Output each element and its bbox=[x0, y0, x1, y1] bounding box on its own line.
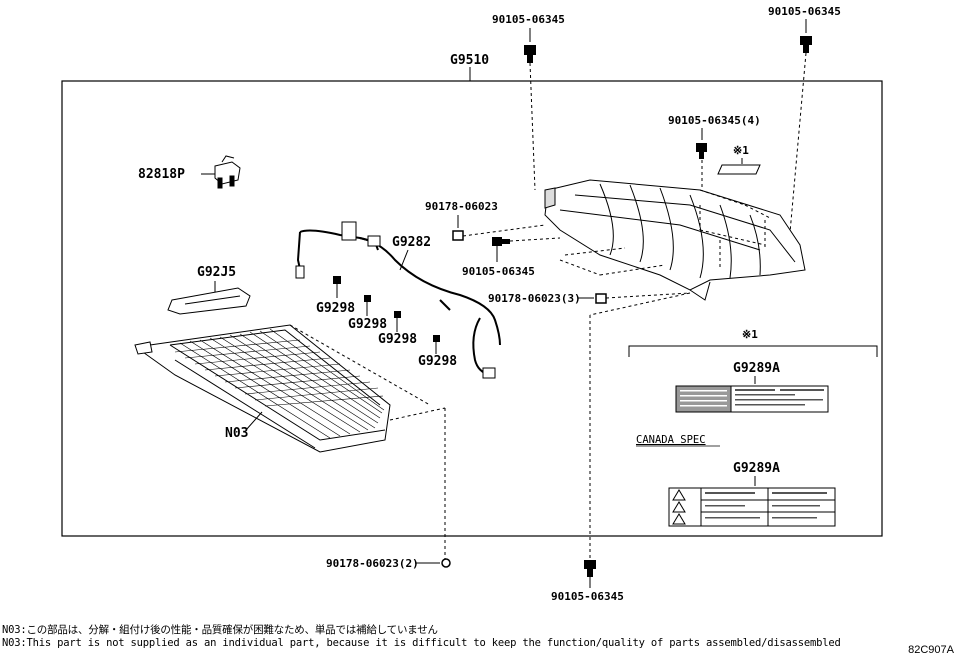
clamp-1-icon bbox=[333, 276, 341, 298]
figure-code: 82C907A bbox=[908, 644, 954, 656]
bracket-label: 82818P bbox=[138, 167, 185, 182]
clip-left-label: 90178-06023 bbox=[425, 200, 498, 213]
label-b-title: G9289A bbox=[733, 461, 780, 476]
clamp-2-icon bbox=[364, 295, 371, 316]
clamp-1-label: G9298 bbox=[316, 301, 355, 316]
label-b-image bbox=[668, 487, 836, 527]
bolt-bottom-icon bbox=[584, 560, 596, 577]
clip-bottom-label: 90178-06023(2) bbox=[326, 557, 419, 570]
assembly-frame bbox=[61, 80, 883, 537]
caution-label-icon bbox=[717, 164, 761, 175]
bolt-top-label: 90105-06345 bbox=[492, 13, 565, 26]
battery-cover bbox=[544, 179, 806, 301]
bolt-mid-icon bbox=[492, 237, 510, 246]
frame-label: G9510 bbox=[450, 53, 489, 68]
ref-mark-label: ※1 bbox=[733, 144, 749, 157]
bolt-top-icon bbox=[524, 45, 536, 63]
bracket-icon bbox=[214, 155, 241, 189]
label-a-title: G9289A bbox=[733, 361, 780, 376]
harness-connector-icon bbox=[295, 221, 496, 379]
bolt-top-right-icon bbox=[800, 36, 812, 53]
inset-ref-mark: ※1 bbox=[742, 328, 758, 341]
note-english: N03:This part is not supplied as an indi… bbox=[2, 637, 841, 649]
label-a-image bbox=[675, 385, 829, 413]
note-japanese: N03:この部品は、分解・組付け後の性能・品質確保が困難なため、単品では補給して… bbox=[2, 624, 438, 636]
bolt-group-label: 90105-06345(4) bbox=[668, 114, 761, 127]
clip-group-icon bbox=[595, 293, 607, 304]
bolt-top-right-label: 90105-06345 bbox=[768, 5, 841, 18]
wire-harness-label: G9282 bbox=[392, 235, 431, 250]
bolt-group-icon bbox=[696, 143, 707, 159]
pad-label: G92J5 bbox=[197, 265, 236, 280]
battery-module bbox=[134, 324, 391, 453]
clip-group-label: 90178-06023(3) bbox=[488, 292, 581, 305]
label-inset-panel: ※1 G9289A CANADA SPEC G9289A bbox=[628, 328, 878, 527]
bolt-mid-label: 90105-06345 bbox=[462, 265, 535, 278]
clamp-4-label: G9298 bbox=[418, 354, 457, 369]
clamp-3-label: G9298 bbox=[378, 332, 417, 347]
clamp-2-label: G9298 bbox=[348, 317, 387, 332]
clamp-4-icon bbox=[433, 335, 440, 354]
canada-spec-label: CANADA SPEC bbox=[636, 434, 706, 446]
clip-bottom-icon bbox=[441, 558, 451, 568]
bolt-bottom-label: 90105-06345 bbox=[551, 590, 624, 603]
clip-left-icon bbox=[452, 230, 464, 241]
clamp-3-icon bbox=[394, 311, 401, 332]
battery-label: N03 bbox=[225, 426, 248, 441]
